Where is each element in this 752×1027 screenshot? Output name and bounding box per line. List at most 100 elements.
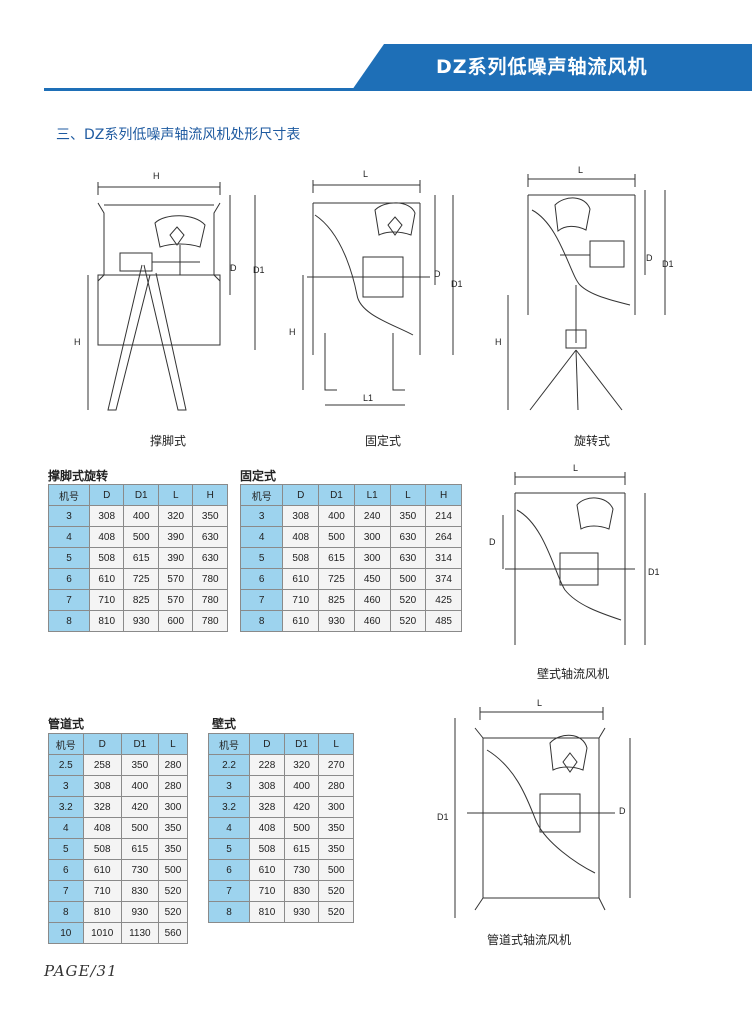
table-cell: 615 <box>120 838 159 860</box>
diagram-rotary: L D D1 H <box>495 165 674 411</box>
table-title-support-rotary: 撑脚式旋转 <box>48 469 109 483</box>
header-rule <box>44 88 752 91</box>
table-cell: 725 <box>123 568 159 590</box>
table-cell: 450 <box>353 568 391 590</box>
label-l: L <box>578 165 583 175</box>
table-cell: 825 <box>318 589 355 611</box>
table-cell: 350 <box>318 838 354 860</box>
table-cell: 780 <box>192 589 228 611</box>
label-l: L <box>363 169 368 179</box>
table-cell: 610 <box>282 610 320 632</box>
table-cell: 300 <box>318 796 354 818</box>
label-d: D <box>646 253 653 263</box>
column-header: 机号 <box>207 733 251 755</box>
table-cell: 500 <box>157 859 189 881</box>
table-cell: 214 <box>425 505 462 527</box>
machine-number-cell: 7 <box>48 880 84 902</box>
table-cell: 500 <box>389 568 427 590</box>
column-header: 机号 <box>48 484 90 506</box>
diagram-wall: L D D1 <box>489 463 660 645</box>
machine-number-cell: 8 <box>48 610 90 632</box>
caption-fixed: 固定式 <box>365 434 402 448</box>
table-cell: 228 <box>249 754 285 776</box>
table-cell: 930 <box>318 610 355 632</box>
column-header: 机号 <box>48 733 84 755</box>
table-cell: 810 <box>88 610 125 632</box>
table-cell: 930 <box>123 610 159 632</box>
table-cell: 930 <box>283 901 320 923</box>
table-cell: 390 <box>157 526 194 548</box>
table-cell: 1010 <box>82 922 122 944</box>
table-cell: 500 <box>283 817 320 839</box>
table-cell: 270 <box>318 754 354 776</box>
label-l: L <box>537 698 542 708</box>
table-cell: 520 <box>157 901 189 923</box>
table-cell: 508 <box>249 838 285 860</box>
table-cell: 425 <box>425 589 462 611</box>
machine-number-cell: 7 <box>239 589 284 611</box>
table-cell: 300 <box>353 526 391 548</box>
table-cell: 308 <box>88 505 125 527</box>
column-header: D1 <box>120 733 159 755</box>
machine-number-cell: 2.2 <box>207 754 251 776</box>
table-cell: 328 <box>249 796 285 818</box>
table-cell: 264 <box>425 526 462 548</box>
table-cell: 730 <box>120 859 159 881</box>
page-number: PAGE/31 <box>44 962 118 980</box>
label-d1: D1 <box>451 279 463 289</box>
table-cell: 710 <box>82 880 122 902</box>
table-cell: 630 <box>192 526 228 548</box>
table-cell: 615 <box>123 547 159 569</box>
column-header: D1 <box>318 484 355 506</box>
table-cell: 520 <box>389 589 427 611</box>
table-cell: 725 <box>318 568 355 590</box>
machine-number-cell: 5 <box>48 547 90 569</box>
table-cell: 400 <box>120 775 159 797</box>
table-cell: 350 <box>120 754 159 776</box>
column-header: L <box>157 484 194 506</box>
table-cell: 308 <box>249 775 285 797</box>
table-cell: 630 <box>389 547 427 569</box>
machine-number-cell: 4 <box>48 526 90 548</box>
label-l: L <box>573 463 578 473</box>
machine-number-cell: 6 <box>48 568 90 590</box>
table-cell: 408 <box>249 817 285 839</box>
column-header: L <box>318 733 354 755</box>
table-cell: 350 <box>389 505 427 527</box>
table-cell: 630 <box>192 547 228 569</box>
table-cell: 508 <box>282 547 320 569</box>
label-h-side: H <box>74 337 81 347</box>
table-cell: 570 <box>157 589 194 611</box>
table-cell: 600 <box>157 610 194 632</box>
table-cell: 508 <box>82 838 122 860</box>
machine-number-cell: 3 <box>239 505 284 527</box>
table-cell: 258 <box>82 754 122 776</box>
table-cell: 328 <box>82 796 122 818</box>
machine-number-cell: 7 <box>48 589 90 611</box>
table-cell: 240 <box>353 505 391 527</box>
table-cell: 320 <box>283 754 320 776</box>
table-cell: 615 <box>283 838 320 860</box>
column-header: D1 <box>283 733 320 755</box>
table-cell: 400 <box>283 775 320 797</box>
table-cell: 500 <box>120 817 159 839</box>
table-title-wall: 壁式 <box>212 717 237 731</box>
table-cell: 610 <box>88 568 125 590</box>
label-d1: D1 <box>437 812 449 822</box>
table-cell: 810 <box>249 901 285 923</box>
